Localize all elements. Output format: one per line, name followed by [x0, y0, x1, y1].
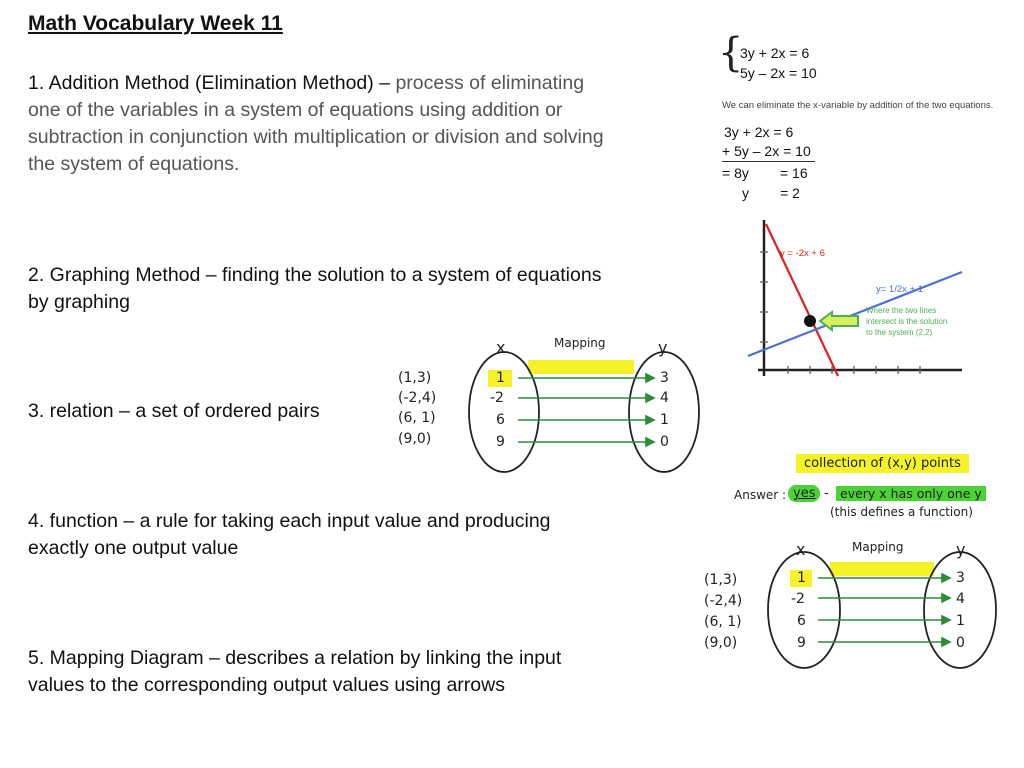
answer-dash: -: [824, 486, 829, 501]
elimination-example: { 3y + 2x = 6 5y – 2x = 10 We can elimin…: [718, 30, 1008, 208]
x-value: -2: [490, 390, 504, 406]
domain-oval: [468, 351, 540, 473]
definition-text: process of eliminating: [395, 72, 585, 94]
system-equation: 5y – 2x = 10: [740, 65, 817, 81]
work-line: y = 2: [742, 185, 800, 201]
term-addition-method: 1. Addition Method (Elimination Method) …: [28, 72, 396, 94]
x-value: 6: [797, 613, 806, 629]
ordered-pair: (-2,4): [704, 593, 743, 609]
range-oval: [628, 351, 700, 473]
highlight-bar: [830, 562, 934, 576]
answer-label: Answer :: [734, 488, 787, 502]
ordered-pair: (-2,4): [398, 390, 437, 406]
ordered-pair: (9,0): [704, 635, 738, 651]
x-value: 6: [496, 412, 505, 428]
definition-text: subtraction in conjunction with multipli…: [28, 126, 604, 148]
definition-function: 4. function – a rule for taking each inp…: [28, 508, 708, 562]
definition-line: values to the corresponding output value…: [28, 674, 505, 696]
answer-yes: yes: [788, 485, 821, 502]
range-oval: [923, 551, 997, 669]
ordered-pair: (9,0): [398, 431, 432, 447]
system-brace: {: [718, 30, 744, 76]
blue-line-label: y= 1/2x + 1: [876, 284, 923, 295]
ordered-pair: (1,3): [704, 572, 738, 588]
red-line: [765, 223, 839, 377]
x-value: 1: [496, 370, 505, 386]
page-title: Math Vocabulary Week 11: [28, 12, 283, 35]
y-label: y: [956, 540, 966, 559]
x-value: 1: [797, 570, 806, 586]
system-graph: y = -2x + 6 y= 1/2x + 1 Where the two li…: [736, 212, 966, 382]
solution-note: Where the two lines: [866, 306, 936, 315]
definition-line: 2. Graphing Method – finding the solutio…: [28, 264, 602, 286]
definition-line: by graphing: [28, 291, 130, 313]
mapping-header: Mapping: [852, 540, 904, 554]
mapping-svg: [767, 551, 997, 669]
definition-relation: 3. relation – a set of ordered pairs: [28, 398, 388, 425]
y-value: 3: [956, 570, 965, 586]
work-line: + 5y – 2x = 10: [722, 142, 815, 162]
pointer-arrow-icon: [818, 310, 859, 332]
definition-text: the system of equations.: [28, 153, 240, 175]
domain-oval: [767, 551, 841, 669]
x-label: x: [496, 338, 506, 357]
red-line-label: y = -2x + 6: [780, 248, 825, 259]
x-value: 9: [797, 635, 806, 651]
function-defines: (this defines a function): [830, 505, 973, 519]
work-line: 3y + 2x = 6: [724, 124, 794, 140]
ordered-pair: (1,3): [398, 370, 432, 386]
highlight-x-value: [790, 570, 812, 587]
mapping-header: Mapping: [554, 336, 606, 350]
function-example: collection of (x,y) points Answer : yes …: [700, 448, 1018, 673]
definition-line: 3. relation – a set of ordered pairs: [28, 400, 320, 422]
definition-addition-method: 1. Addition Method (Elimination Method) …: [28, 70, 718, 178]
y-value: 1: [956, 613, 965, 629]
y-value: 1: [660, 412, 669, 428]
mapping-arrows: [818, 572, 952, 648]
y-value: 4: [956, 591, 965, 607]
collection-label: collection of (x,y) points: [796, 454, 969, 473]
definition-line: 4. function – a rule for taking each inp…: [28, 510, 551, 532]
x-label: x: [796, 540, 806, 559]
y-value: 0: [660, 434, 669, 450]
definition-line: exactly one output value: [28, 537, 239, 559]
y-label: y: [658, 338, 668, 357]
definition-line: 5. Mapping Diagram – describes a relatio…: [28, 647, 562, 669]
mapping-svg: [468, 351, 700, 473]
highlight-x-value: [488, 370, 512, 387]
solution-note: to the system (2,2): [866, 328, 933, 337]
function-rule: every x has only one y: [836, 486, 986, 501]
highlight-bar: [528, 360, 634, 374]
definition-text: one of the variables in a system of equa…: [28, 99, 563, 121]
graph-svg: y = -2x + 6 y= 1/2x + 1 Where the two li…: [747, 220, 963, 377]
y-value: 3: [660, 370, 669, 386]
x-value: -2: [791, 591, 805, 607]
work-line: = 8y = 16: [722, 165, 808, 181]
y-value: 4: [660, 390, 669, 406]
definition-mapping-diagram: 5. Mapping Diagram – describes a relatio…: [28, 645, 708, 699]
intersection-point: [804, 315, 816, 327]
x-value: 9: [496, 434, 505, 450]
mapping-diagram-relation: Mapping x y (1,3) (-2,4) (6, 1) (9,0) 1 …: [392, 330, 712, 475]
ordered-pair: (6, 1): [704, 614, 742, 630]
axis-ticks: [760, 251, 921, 374]
ordered-pair: (6, 1): [398, 410, 436, 426]
elimination-caption: We can eliminate the x-variable by addit…: [722, 100, 994, 111]
blue-line: [747, 270, 963, 358]
system-equation: 3y + 2x = 6: [740, 45, 810, 61]
mapping-arrows: [518, 372, 656, 448]
y-value: 0: [956, 635, 965, 651]
solution-note: intersect is the solution: [866, 317, 947, 326]
definition-graphing-method: 2. Graphing Method – finding the solutio…: [28, 262, 718, 316]
